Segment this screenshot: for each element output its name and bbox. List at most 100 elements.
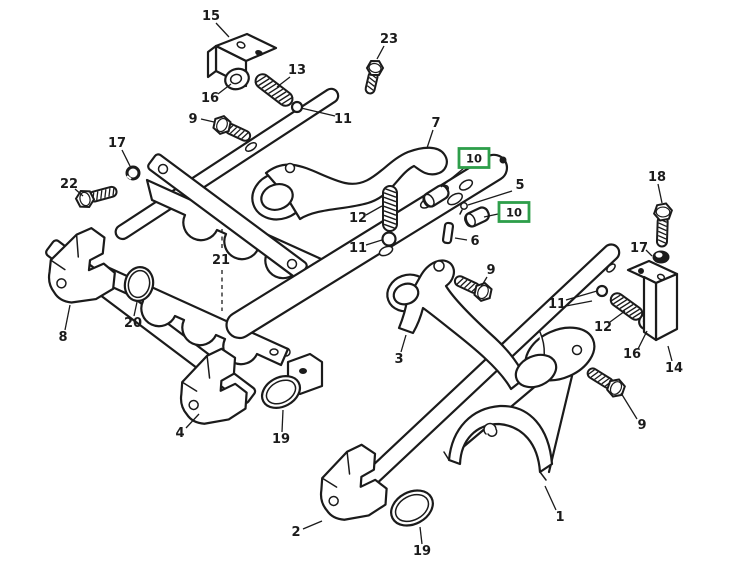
callout-label: 10 [466, 152, 482, 166]
callout-1: 1 [544, 485, 565, 525]
jaw-bracket-2 [319, 443, 388, 521]
callout-14: 14 [665, 345, 683, 376]
callout-label: 8 [58, 330, 67, 345]
lever-hole [284, 162, 296, 174]
callout-label: 11 [334, 112, 352, 127]
fork-curl [483, 422, 498, 437]
callout-4: 4 [175, 413, 200, 441]
callout-label: 19 [272, 432, 290, 447]
bolt-23 [364, 60, 385, 95]
mount-hole [638, 268, 644, 274]
selector-fork-1 [443, 326, 596, 481]
callout-9: 9 [620, 392, 647, 433]
callout-23: 23 [376, 32, 398, 60]
callout-10-highlighted[interactable]: 10 [483, 201, 531, 223]
callout-label: 11 [548, 297, 566, 312]
callout-10-highlighted[interactable]: 10 [440, 147, 491, 188]
callout-label: 23 [380, 32, 398, 47]
callout-16: 16 [201, 83, 232, 106]
o-ring-19-middle [260, 375, 302, 409]
callout-21: 21 [212, 229, 230, 311]
callout-2: 2 [291, 520, 323, 540]
callout-11: 11 [349, 239, 383, 256]
callout-label: 1 [555, 510, 564, 525]
callout-label: 9 [188, 112, 197, 127]
bolt-9-middle [453, 275, 493, 302]
nut-17-right [652, 250, 670, 264]
callout-11: 11 [548, 290, 598, 312]
callout-17: 17 [108, 136, 131, 167]
ball-11-middle [381, 231, 397, 247]
bolt-9-top [212, 115, 252, 142]
selector-fork-3 [386, 259, 527, 391]
interlock-pin-5 [459, 202, 468, 215]
o-ring-20 [123, 266, 155, 302]
lock-washer-17-left [125, 165, 141, 181]
callout-label: 16 [201, 91, 219, 106]
callout-13: 13 [276, 63, 306, 88]
bracket-15 [206, 32, 278, 88]
callout-label: 15 [202, 9, 220, 24]
callout-9: 9 [480, 263, 496, 288]
callout-12: 12 [594, 310, 626, 335]
bolt-22 [74, 185, 118, 209]
pin-6 [441, 221, 455, 245]
spring-12-right [609, 292, 644, 321]
callout-label: 10 [506, 206, 522, 220]
callout-label: 12 [594, 320, 612, 335]
callout-12: 12 [349, 205, 383, 226]
callout-label: 3 [394, 352, 403, 367]
detent-roller-10-b [464, 206, 490, 228]
callout-11: 11 [300, 107, 352, 127]
callout-19: 19 [413, 526, 431, 559]
ball-11-top [290, 100, 304, 114]
rail-hole [499, 156, 507, 164]
callout-label: 11 [349, 241, 367, 256]
callout-label: 17 [108, 136, 126, 151]
callout-label: 9 [486, 263, 495, 278]
callout-18: 18 [648, 170, 666, 204]
mount-hole [656, 273, 666, 281]
callout-label: 7 [431, 116, 440, 131]
callout-17: 17 [630, 241, 653, 257]
mount-hole [236, 41, 246, 49]
callout-7: 7 [426, 116, 441, 149]
callout-20: 20 [124, 301, 142, 331]
callout-label: 16 [623, 347, 641, 362]
callout-label: 14 [665, 361, 683, 376]
callout-3: 3 [394, 334, 407, 367]
callout-22: 22 [60, 177, 84, 197]
callout-8: 8 [58, 304, 71, 345]
spring-13 [254, 73, 294, 107]
selector-lever-7 [251, 146, 448, 221]
callout-label: 21 [212, 253, 230, 268]
callout-label: 5 [515, 178, 524, 193]
bolt-9-right [586, 367, 626, 398]
callout-16: 16 [623, 330, 648, 362]
selector-rail-d [344, 243, 621, 504]
callout-5: 5 [467, 178, 525, 206]
callout-label: 13 [288, 63, 306, 78]
fork-hole [433, 260, 445, 272]
bolt-18 [652, 202, 674, 248]
callout-label: 2 [291, 525, 300, 540]
fork-bore [392, 282, 420, 306]
callout-label: 19 [413, 544, 431, 559]
ball-11-right [595, 284, 609, 298]
callout-label: 4 [175, 426, 184, 441]
callout-19: 19 [272, 409, 290, 447]
callout-label: 6 [470, 234, 479, 249]
callout-label: 9 [637, 418, 646, 433]
fork-bore [514, 353, 558, 389]
callout-6: 6 [454, 234, 480, 249]
callout-15: 15 [202, 9, 230, 38]
washer-16-top [224, 67, 250, 91]
lever-bore [260, 183, 294, 211]
jaw-bracket-8 [47, 227, 116, 304]
callout-label: 17 [630, 241, 648, 256]
callout-label: 22 [60, 177, 78, 192]
jaw-bracket-4 [179, 347, 248, 425]
